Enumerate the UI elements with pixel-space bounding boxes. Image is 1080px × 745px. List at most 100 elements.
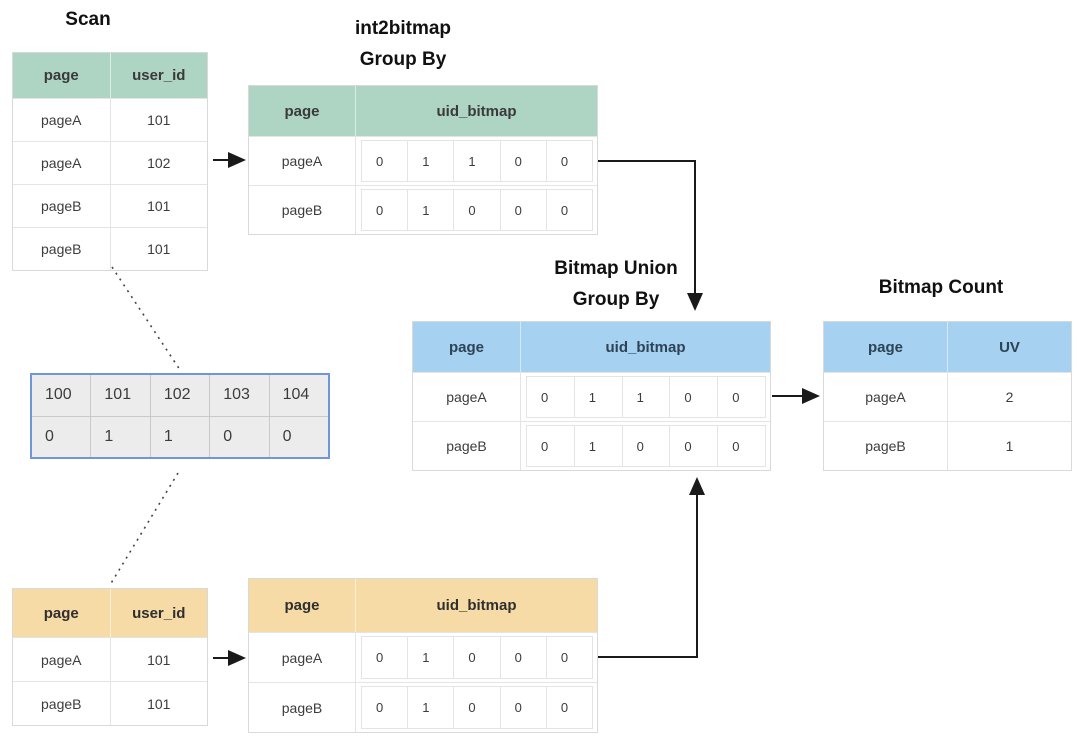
cell-page: pageB bbox=[13, 185, 111, 227]
int2bitmap-table-header: page uid_bitmap bbox=[249, 86, 597, 136]
legend-bit: 1 bbox=[151, 416, 211, 457]
bit-value: 0 bbox=[732, 438, 740, 454]
bit-value: 1 bbox=[575, 377, 623, 417]
table-row: pageA 101 bbox=[13, 637, 207, 681]
int2bitmap-title-line2: Group By bbox=[359, 49, 447, 70]
bit-value: 1 bbox=[623, 377, 671, 417]
table-row: pageB 0 1 0 0 0 bbox=[249, 185, 597, 234]
bit-value: 0 bbox=[527, 426, 575, 466]
legend-user-id: 100 bbox=[32, 375, 92, 416]
table-row: pageB 101 bbox=[13, 681, 207, 725]
arrow-bottom-bitmap-to-union bbox=[598, 477, 705, 658]
cell-page: pageA bbox=[13, 142, 111, 184]
scan-title: Scan bbox=[65, 9, 111, 30]
cell-page: pageB bbox=[249, 683, 356, 732]
cell-page: pageA bbox=[824, 373, 948, 421]
bitmap-count-table-header: page UV bbox=[824, 322, 1071, 372]
legend-user-id: 101 bbox=[91, 375, 151, 416]
bitmap-cells: 0 1 1 0 0 bbox=[356, 137, 597, 185]
scan-col-page: page bbox=[13, 53, 111, 98]
bit-value: 0 bbox=[560, 153, 569, 169]
bit-value: 0 bbox=[623, 426, 671, 466]
legend-bit: 1 bbox=[91, 416, 151, 457]
table-row: pageB 101 bbox=[13, 227, 207, 270]
bitmap-count-col-uv: UV bbox=[948, 322, 1071, 372]
int2bitmap-title-line1: int2bitmap bbox=[354, 18, 452, 39]
table-row: pageA 0 1 1 0 0 bbox=[413, 372, 770, 421]
bitmap-union-col-uid-bitmap: uid_bitmap bbox=[521, 322, 770, 372]
cell-user-id: 101 bbox=[147, 198, 171, 214]
cell-uv: 1 bbox=[1005, 438, 1014, 454]
legend-user-id: 103 bbox=[210, 375, 270, 416]
table-row: pageA 0 1 1 0 0 bbox=[249, 136, 597, 185]
legend-bit: 0 bbox=[32, 416, 92, 457]
legend-bit: 0 bbox=[210, 416, 270, 457]
bit-value: 0 bbox=[670, 426, 719, 466]
bitmap-cells: 0 1 0 0 0 bbox=[356, 683, 597, 732]
bottom-scan-table-header: page user_id bbox=[13, 589, 207, 637]
bitmap-count-title: Bitmap Count bbox=[878, 277, 1004, 298]
bit-value: 1 bbox=[408, 637, 455, 678]
dotted-link-scan-to-legend bbox=[111, 266, 181, 371]
bottom-bitmap-col-uid-bitmap: uid_bitmap bbox=[356, 579, 597, 632]
bit-value: 0 bbox=[560, 650, 569, 665]
scan-col-user-id: user_id bbox=[110, 53, 207, 98]
bottom-bitmap-col-page: page bbox=[249, 579, 356, 632]
bit-value: 0 bbox=[560, 202, 569, 218]
bitmap-cells: 0 1 0 0 0 bbox=[521, 422, 770, 470]
bit-value: 1 bbox=[408, 141, 455, 181]
cell-page: pageA bbox=[249, 633, 356, 682]
bit-value: 0 bbox=[501, 141, 547, 181]
bit-value: 0 bbox=[527, 377, 575, 417]
legend-bit: 0 bbox=[282, 427, 292, 445]
table-row: pageB 101 bbox=[13, 184, 207, 227]
bitmap-union-title-line1: Bitmap Union bbox=[554, 258, 678, 279]
bit-value: 1 bbox=[408, 687, 455, 728]
bitmap-cells: 0 1 1 0 0 bbox=[521, 373, 770, 421]
bitmap-union-col-page: page bbox=[413, 322, 521, 372]
dotted-link-legend-to-bottom-scan bbox=[109, 472, 179, 586]
bottom-scan-col-user-id: user_id bbox=[110, 589, 207, 637]
bitmap-union-title: Bitmap Union Group By bbox=[511, 253, 721, 315]
cell-user-id: 101 bbox=[147, 695, 171, 712]
bit-value: 0 bbox=[454, 687, 501, 728]
bit-value: 1 bbox=[408, 190, 455, 230]
cell-user-id: 102 bbox=[147, 155, 171, 171]
cell-user-id: 101 bbox=[147, 241, 171, 257]
bitmap-union-table-header: page uid_bitmap bbox=[413, 322, 770, 372]
bit-value: 0 bbox=[670, 377, 719, 417]
cell-page: pageA bbox=[413, 373, 521, 421]
bitmap-union-title-line2: Group By bbox=[572, 289, 660, 310]
cell-page: pageA bbox=[13, 99, 111, 141]
cell-page: pageB bbox=[413, 422, 521, 470]
bitmap-count-col-page: page bbox=[824, 322, 948, 372]
bitmap-union-table: page uid_bitmap pageA 0 1 1 0 0 pageB 0 … bbox=[412, 321, 771, 471]
bit-value: 1 bbox=[454, 141, 501, 181]
table-row: pageA 102 bbox=[13, 141, 207, 184]
cell-page: pageB bbox=[13, 228, 111, 270]
bottom-bitmap-table-header: page uid_bitmap bbox=[249, 579, 597, 632]
bit-value: 1 bbox=[575, 426, 623, 466]
cell-page: pageB bbox=[249, 186, 356, 234]
bit-value: 0 bbox=[560, 700, 569, 715]
legend-bit-row: 0 1 1 0 0 bbox=[32, 416, 328, 457]
table-row: pageB 0 1 0 0 0 bbox=[413, 421, 770, 470]
bitmap-legend-table: 100 101 102 103 104 0 1 1 0 0 bbox=[30, 373, 330, 459]
bitmap-cells: 0 1 0 0 0 bbox=[356, 633, 597, 682]
table-row: pageA 2 bbox=[824, 372, 1071, 421]
int2bitmap-table: page uid_bitmap pageA 0 1 1 0 0 pageB 0 … bbox=[248, 85, 598, 235]
int2bitmap-title: int2bitmap Group By bbox=[298, 13, 508, 75]
bit-value: 0 bbox=[732, 389, 740, 405]
legend-user-id-row: 100 101 102 103 104 bbox=[32, 375, 328, 417]
legend-user-id: 104 bbox=[282, 386, 310, 404]
bit-value: 0 bbox=[362, 141, 409, 181]
bottom-scan-col-page: page bbox=[13, 589, 111, 637]
cell-page: pageA bbox=[13, 638, 111, 681]
table-row: pageA 0 1 0 0 0 bbox=[249, 632, 597, 682]
bit-value: 0 bbox=[501, 190, 547, 230]
bit-value: 0 bbox=[362, 637, 409, 678]
bit-value: 0 bbox=[501, 687, 547, 728]
table-row: pageB 0 1 0 0 0 bbox=[249, 682, 597, 732]
bit-value: 0 bbox=[362, 687, 409, 728]
table-row: pageA 101 bbox=[13, 98, 207, 141]
